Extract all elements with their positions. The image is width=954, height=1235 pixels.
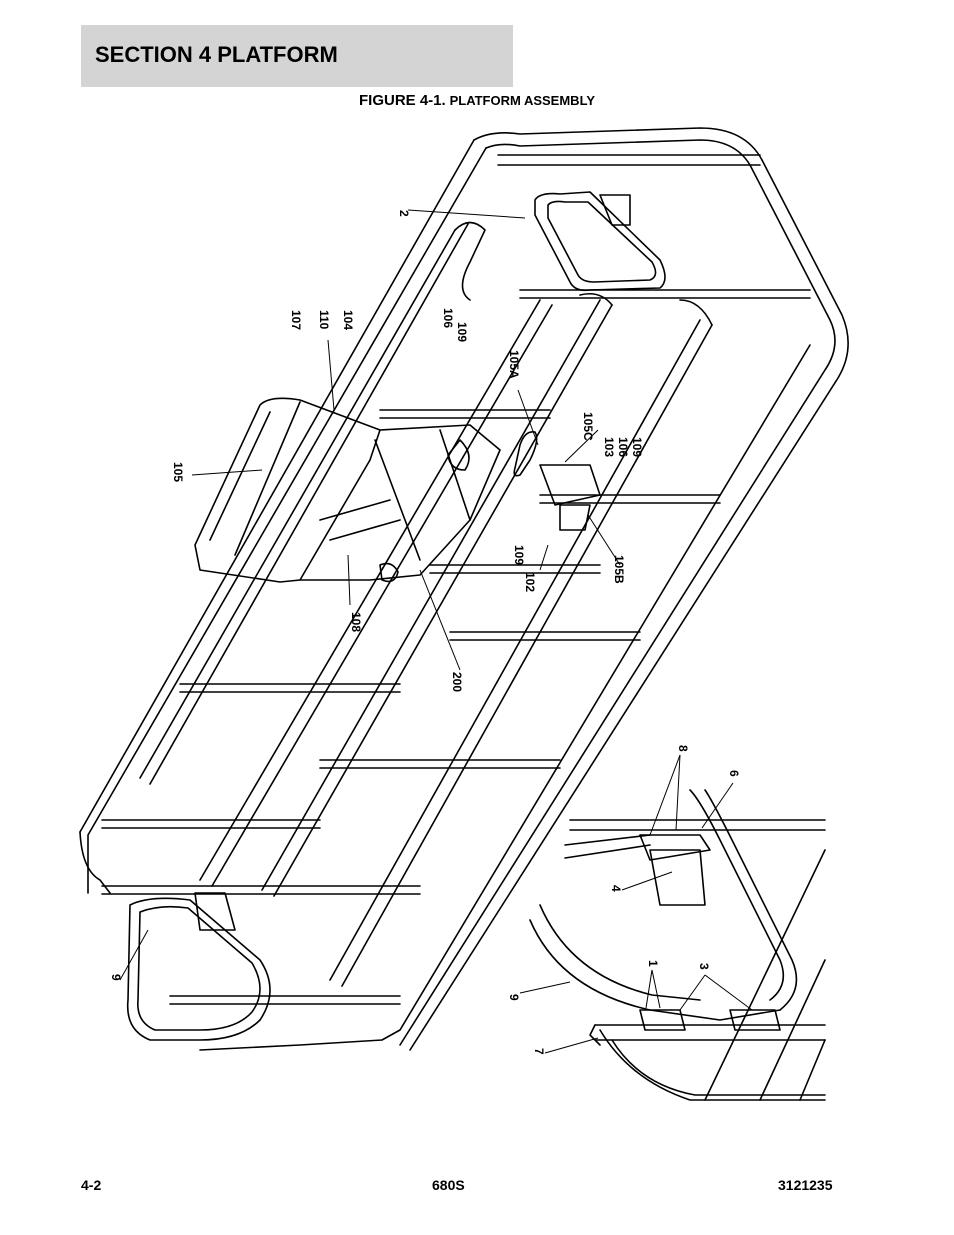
callout-105: 105	[171, 462, 185, 482]
callout-3: 3	[697, 963, 711, 970]
figure-caption-prefix: FIGURE 4-1.	[359, 92, 446, 109]
model-number: 680S	[432, 1177, 465, 1193]
callout-200: 200	[450, 672, 464, 692]
callout-105b: 105B	[612, 555, 626, 584]
callout-105c: 105C	[581, 412, 595, 441]
callout-2: 2	[397, 210, 411, 217]
section-header-bar: SECTION 4 PLATFORM	[81, 25, 513, 87]
section-title: SECTION 4 PLATFORM	[95, 42, 338, 67]
callout-102: 102	[523, 572, 537, 592]
callout-110: 110	[317, 310, 331, 330]
callout-1: 1	[646, 960, 660, 967]
callout-109-low: 109	[512, 545, 526, 565]
callout-103: 103	[602, 437, 616, 457]
figure-caption: FIGURE 4-1. PLATFORM ASSEMBLY	[0, 92, 954, 109]
callout-labels: 2 107 110 104 106 109 105A 105 105C 103 …	[109, 210, 741, 1055]
page-number: 4-2	[81, 1177, 102, 1193]
platform-linework	[79, 127, 849, 1101]
callout-106-top: 106	[441, 308, 455, 328]
callout-107: 107	[289, 310, 303, 330]
callout-105a: 105A	[507, 350, 521, 379]
callout-4: 4	[609, 885, 623, 892]
callout-104: 104	[341, 310, 355, 330]
callout-106-mid: 106	[616, 437, 630, 457]
callout-109-mid: 109	[630, 437, 644, 457]
callout-7: 7	[532, 1048, 546, 1055]
document-number: 3121235	[778, 1177, 833, 1193]
callout-9-main: 9	[109, 974, 123, 981]
callout-9-detail: 9	[507, 994, 521, 1001]
callout-109-top: 109	[455, 322, 469, 342]
callout-108: 108	[349, 612, 363, 632]
callout-6: 6	[727, 770, 741, 777]
leader-lines	[119, 209, 753, 1054]
callout-8: 8	[676, 745, 690, 752]
figure-caption-text: PLATFORM ASSEMBLY	[449, 93, 595, 108]
